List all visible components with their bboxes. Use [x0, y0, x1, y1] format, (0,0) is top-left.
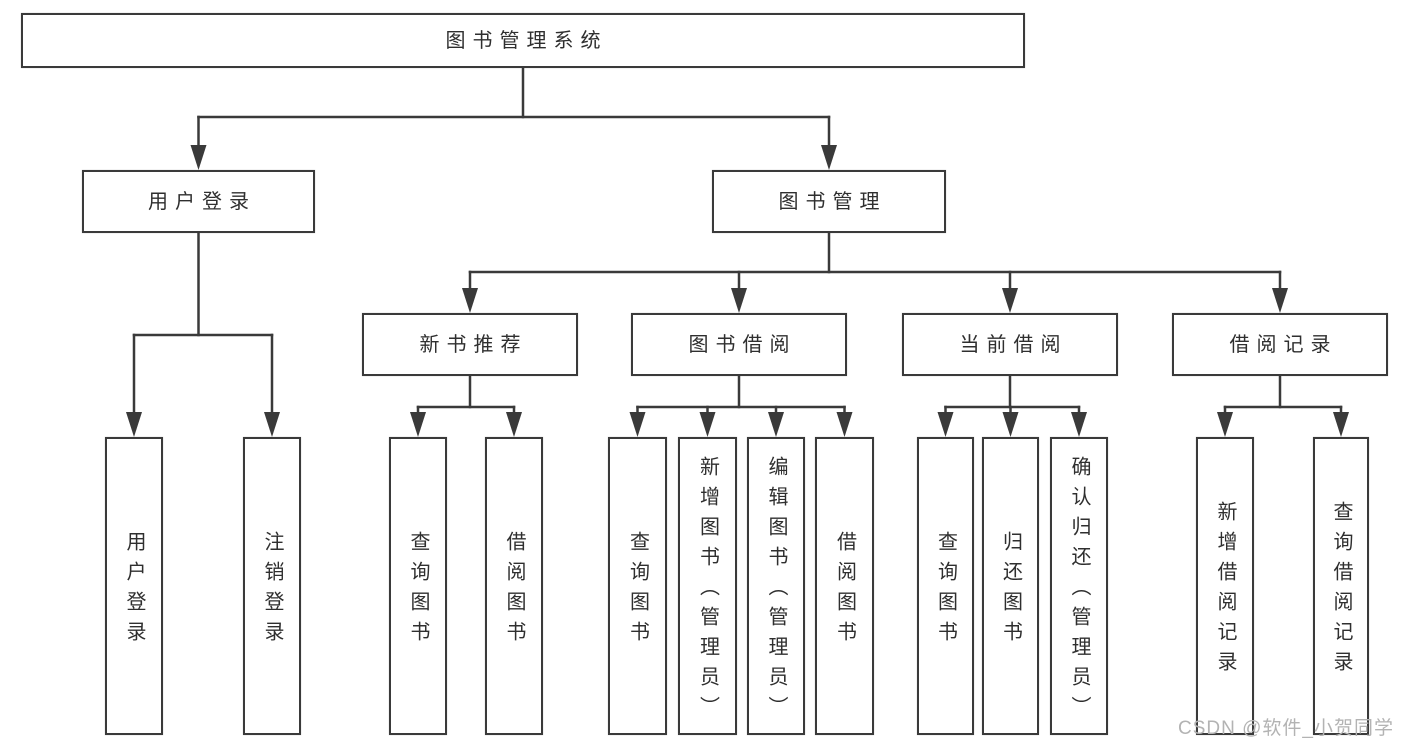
node-label: 注销登录	[261, 531, 283, 651]
node-leaf-query-borrow-rec: 查询借阅记录	[1313, 437, 1369, 735]
node-leaf-add-book-admin: 新增图书（管理员）	[678, 437, 737, 735]
node-label: 确认归还（管理员）	[1068, 456, 1090, 726]
arrowhead-icon	[1272, 288, 1288, 313]
arrowhead-icon	[629, 412, 646, 437]
arrowhead-icon	[768, 412, 784, 437]
node-current-borrow: 当前借阅	[902, 313, 1118, 376]
arrowhead-icon	[821, 145, 837, 170]
arrowhead-icon	[1333, 412, 1349, 437]
node-leaf-query-book-1: 查询图书	[389, 437, 447, 735]
node-book-mgmt: 图书管理	[712, 170, 946, 233]
arrowhead-icon	[937, 412, 954, 437]
arrowhead-icon	[190, 145, 207, 170]
arrowhead-icon	[836, 412, 853, 437]
node-leaf-return-book: 归还图书	[982, 437, 1039, 735]
arrowhead-icon	[264, 412, 280, 437]
node-label: 用户登录	[123, 531, 145, 651]
node-user-login: 用户登录	[82, 170, 315, 233]
node-label: 查询借阅记录	[1330, 501, 1352, 681]
node-label: 借阅图书	[833, 531, 856, 651]
arrowhead-icon	[506, 412, 522, 437]
node-label: 图书管理	[778, 190, 887, 213]
node-leaf-edit-book-admin: 编辑图书（管理员）	[747, 437, 805, 735]
arrowhead-icon	[1071, 412, 1087, 437]
node-leaf-borrow-book-1: 借阅图书	[485, 437, 543, 735]
node-leaf-query-book-2: 查询图书	[608, 437, 667, 735]
arrowhead-icon	[699, 412, 716, 437]
watermark: CSDN @软件_小贺同学	[1178, 718, 1394, 739]
node-label: 新增图书（管理员）	[696, 456, 719, 726]
arrowhead-icon	[1002, 412, 1019, 437]
node-label: 用户登录	[148, 190, 256, 213]
node-label: 借阅记录	[1229, 333, 1338, 356]
node-label: 编辑图书（管理员）	[765, 456, 787, 726]
node-borrow-records: 借阅记录	[1172, 313, 1388, 376]
node-leaf-borrow-book-2: 借阅图书	[815, 437, 874, 735]
node-system-root: 图书管理系统	[21, 13, 1025, 68]
arrowhead-icon	[462, 288, 478, 313]
node-label: 归还图书	[999, 531, 1022, 651]
node-label: 图书借阅	[688, 333, 797, 356]
node-leaf-confirm-return: 确认归还（管理员）	[1050, 437, 1108, 735]
node-label: 查询图书	[626, 531, 649, 651]
node-label: 查询图书	[407, 531, 429, 651]
node-label: 查询图书	[934, 531, 957, 651]
node-leaf-query-book-3: 查询图书	[917, 437, 974, 735]
arrowhead-icon	[126, 412, 142, 437]
node-new-book-recommend: 新书推荐	[362, 313, 578, 376]
node-leaf-user-login: 用户登录	[105, 437, 163, 735]
node-label: 借阅图书	[503, 531, 525, 651]
arrowhead-icon	[1002, 288, 1018, 313]
node-book-borrow: 图书借阅	[631, 313, 847, 376]
node-label: 新书推荐	[419, 333, 528, 356]
node-label: 图书管理系统	[445, 29, 608, 52]
node-label: 当前借阅	[959, 333, 1068, 356]
arrowhead-icon	[731, 288, 747, 313]
arrowhead-icon	[1217, 412, 1233, 437]
node-label: 新增借阅记录	[1214, 501, 1236, 681]
node-leaf-logout: 注销登录	[243, 437, 301, 735]
arrowhead-icon	[410, 412, 426, 437]
node-leaf-add-borrow-rec: 新增借阅记录	[1196, 437, 1254, 735]
